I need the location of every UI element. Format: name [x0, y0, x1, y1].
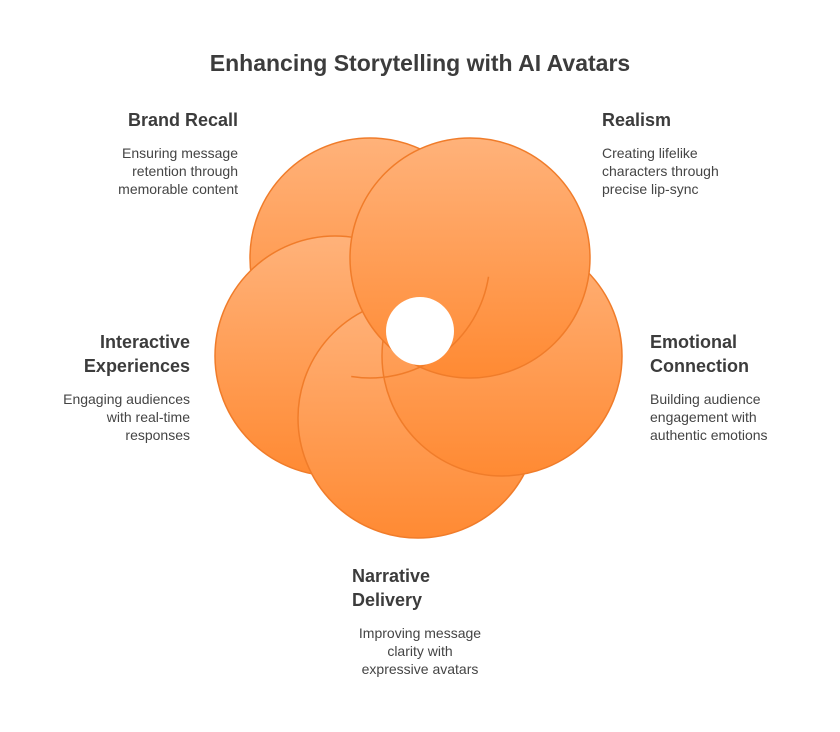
narrative-delivery-desc-line1: Improving message — [358, 625, 482, 641]
realism-desc-line3: precise lip-sync — [602, 181, 699, 197]
interactive-experiences-desc-line2: with real-time — [106, 409, 190, 425]
realism-desc-line2: characters through — [602, 163, 719, 179]
emotional-connection-heading-line1: Emotional — [650, 332, 738, 352]
realism-desc-line1: Creating lifelike — [602, 145, 698, 161]
realism-heading: Realism — [602, 110, 672, 130]
interactive-experiences-heading-line2: Experiences — [83, 356, 190, 376]
realism-label: Realism Creating lifelike characters thr… — [602, 108, 832, 198]
narrative-delivery-desc-line2: clarity with — [387, 643, 453, 659]
narrative-delivery-desc-line3: expressive avatars — [361, 661, 479, 677]
brand-recall-heading: Brand Recall — [127, 110, 238, 130]
diagram-title: Enhancing Storytelling with AI Avatars — [209, 50, 631, 76]
narrative-delivery-heading-line2: Delivery — [352, 590, 423, 610]
narrative-delivery-heading-line1: Narrative — [352, 566, 431, 586]
brand-recall-label: Brand Recall Ensuring message retention … — [8, 108, 238, 198]
brand-recall-desc-line3: memorable content — [118, 181, 238, 197]
emotional-connection-label: Emotional Connection Building audience e… — [650, 330, 840, 444]
interactive-experiences-label: Interactive Experiences Engaging audienc… — [0, 330, 190, 444]
interactive-experiences-desc-line3: responses — [125, 427, 190, 443]
center-hole — [386, 297, 454, 365]
brand-recall-desc-line2: retention through — [132, 163, 238, 179]
emotional-connection-desc-line1: Building audience — [650, 391, 761, 407]
emotional-connection-heading-line2: Connection — [650, 356, 749, 376]
brand-recall-desc-line1: Ensuring message — [122, 145, 238, 161]
interactive-experiences-desc-line1: Engaging audiences — [63, 391, 190, 407]
petal-realism — [349, 137, 591, 379]
emotional-connection-desc-line3: authentic emotions — [650, 427, 768, 443]
emotional-connection-desc-line2: engagement with — [650, 409, 757, 425]
interactive-experiences-heading-line1: Interactive — [99, 332, 190, 352]
narrative-delivery-label: Narrative Delivery Improving message cla… — [300, 564, 540, 678]
